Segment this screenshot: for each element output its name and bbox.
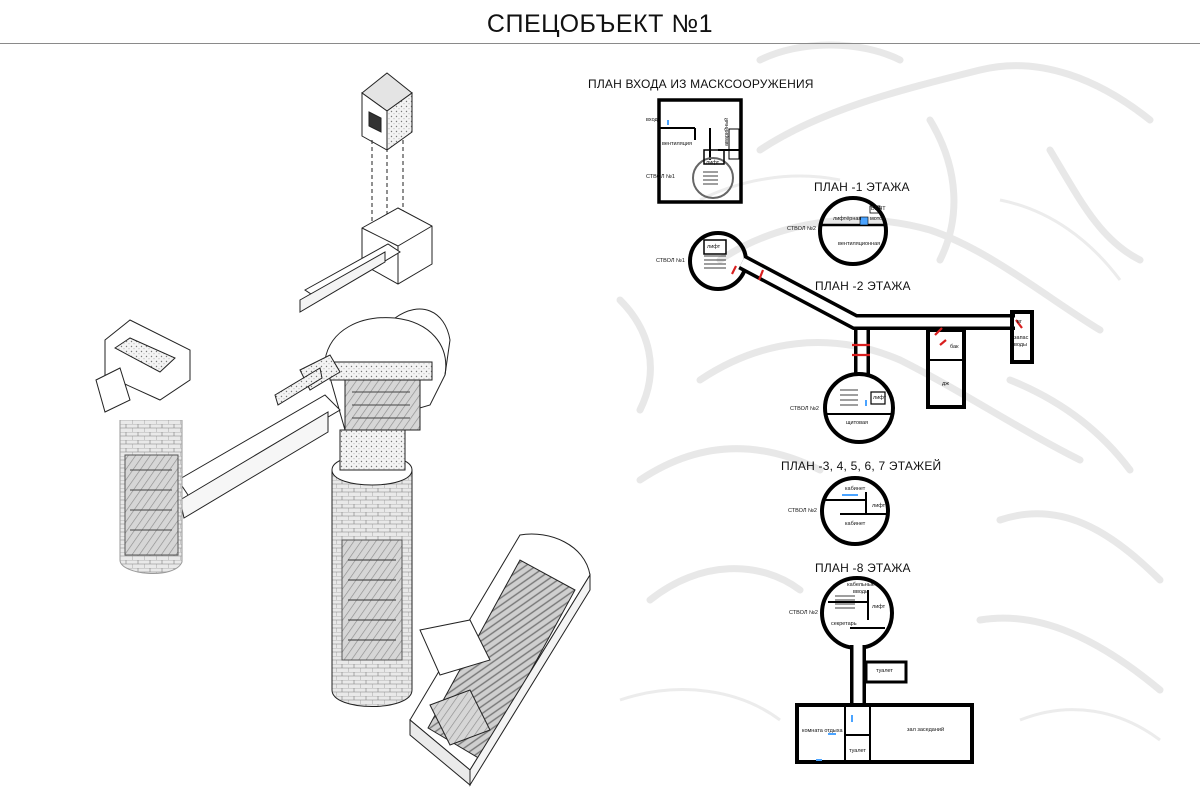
level-8-label-cable-inputs: кабельные вводы [847, 582, 875, 595]
plan-entry-title: ПЛАН ВХОДА ИЗ МАСКСООРУЖЕНИЯ [588, 77, 814, 91]
level-8-label-lift: лифт [872, 604, 886, 610]
level-8-label-toilet1: туалет [876, 668, 893, 674]
level-3-7-label-cabinet-bottom: кабинет [845, 521, 866, 527]
meeting-chamber [409, 533, 591, 787]
level-8-label-toilet2: туалет [849, 748, 866, 754]
entry-label-entrance: вход [646, 117, 658, 123]
level-2-label-shaft2: СТВОЛ №2 [790, 406, 819, 412]
level-2-label-lift2: лифт [873, 395, 887, 401]
level-8-label-secretary: секретарь [831, 621, 857, 627]
level-2-label-dzh: дж [942, 381, 949, 387]
connecting-tunnel [177, 354, 341, 519]
shaft-2 [331, 429, 413, 707]
level-8-label-rest-room: комната отдыха [802, 728, 843, 734]
main-dome [324, 308, 451, 431]
level-8-label-shaft: СТВОЛ №2 [789, 610, 818, 616]
level-1-label-shaft: СТВОЛ №2 [787, 226, 816, 232]
plan-level-3-7 [820, 476, 890, 546]
plan-level-8-title: ПЛАН -8 ЭТАЖА [815, 561, 911, 575]
level-1-label-motor: мотор [870, 216, 886, 222]
level-1-label-lift-room: лифтёрная [833, 216, 862, 222]
level-3-7-label-shaft: СТВОЛ №2 [788, 508, 817, 514]
plan-level-3-7-title: ПЛАН -3, 4, 5, 6, 7 ЭТАЖЕЙ [781, 459, 942, 473]
title-divider [0, 43, 1200, 44]
level-3-7-label-lift: лифт [872, 503, 886, 509]
level-2-label-tank: бак [950, 344, 959, 350]
isometric-drawing [95, 72, 591, 787]
entrance-kiosk [361, 72, 413, 151]
level-2-label-switchboard: щитовая [846, 420, 869, 426]
plan-entry [657, 98, 743, 204]
entry-label-rotated: аварийный [724, 117, 730, 146]
plan-level-1 [818, 196, 888, 266]
plan-level-2 [688, 231, 1034, 444]
level-1-label-sign: ВЕНТ [871, 206, 886, 212]
plan-level-1-title: ПЛАН -1 ЭТАЖА [814, 180, 910, 194]
level-8-label-meeting-room: зал заседаний [907, 727, 945, 733]
level-2-label-vg: вг [1017, 319, 1022, 325]
plan-level-2-title: ПЛАН -2 ЭТАЖА [815, 279, 911, 293]
shaft-1 [95, 319, 191, 574]
level-1-label-ventilation: вентиляционная [838, 241, 881, 247]
entry-label-shaft: СТВОЛ №1 [646, 174, 675, 180]
level-2-label-shaft1: СТВОЛ №1 [656, 258, 685, 264]
level-2-label-water: запас воды [1014, 335, 1029, 348]
entry-label-lift: лифт [706, 160, 720, 166]
plan-level-8 [795, 576, 974, 764]
page-title: СПЕЦОБЪЕКТ №1 [486, 10, 714, 38]
level-3-7-label-cabinet-top: кабинет [845, 486, 866, 492]
entry-label-ventilation: вентиляция [662, 141, 692, 147]
level-2-label-lift1: лифт [707, 244, 721, 250]
